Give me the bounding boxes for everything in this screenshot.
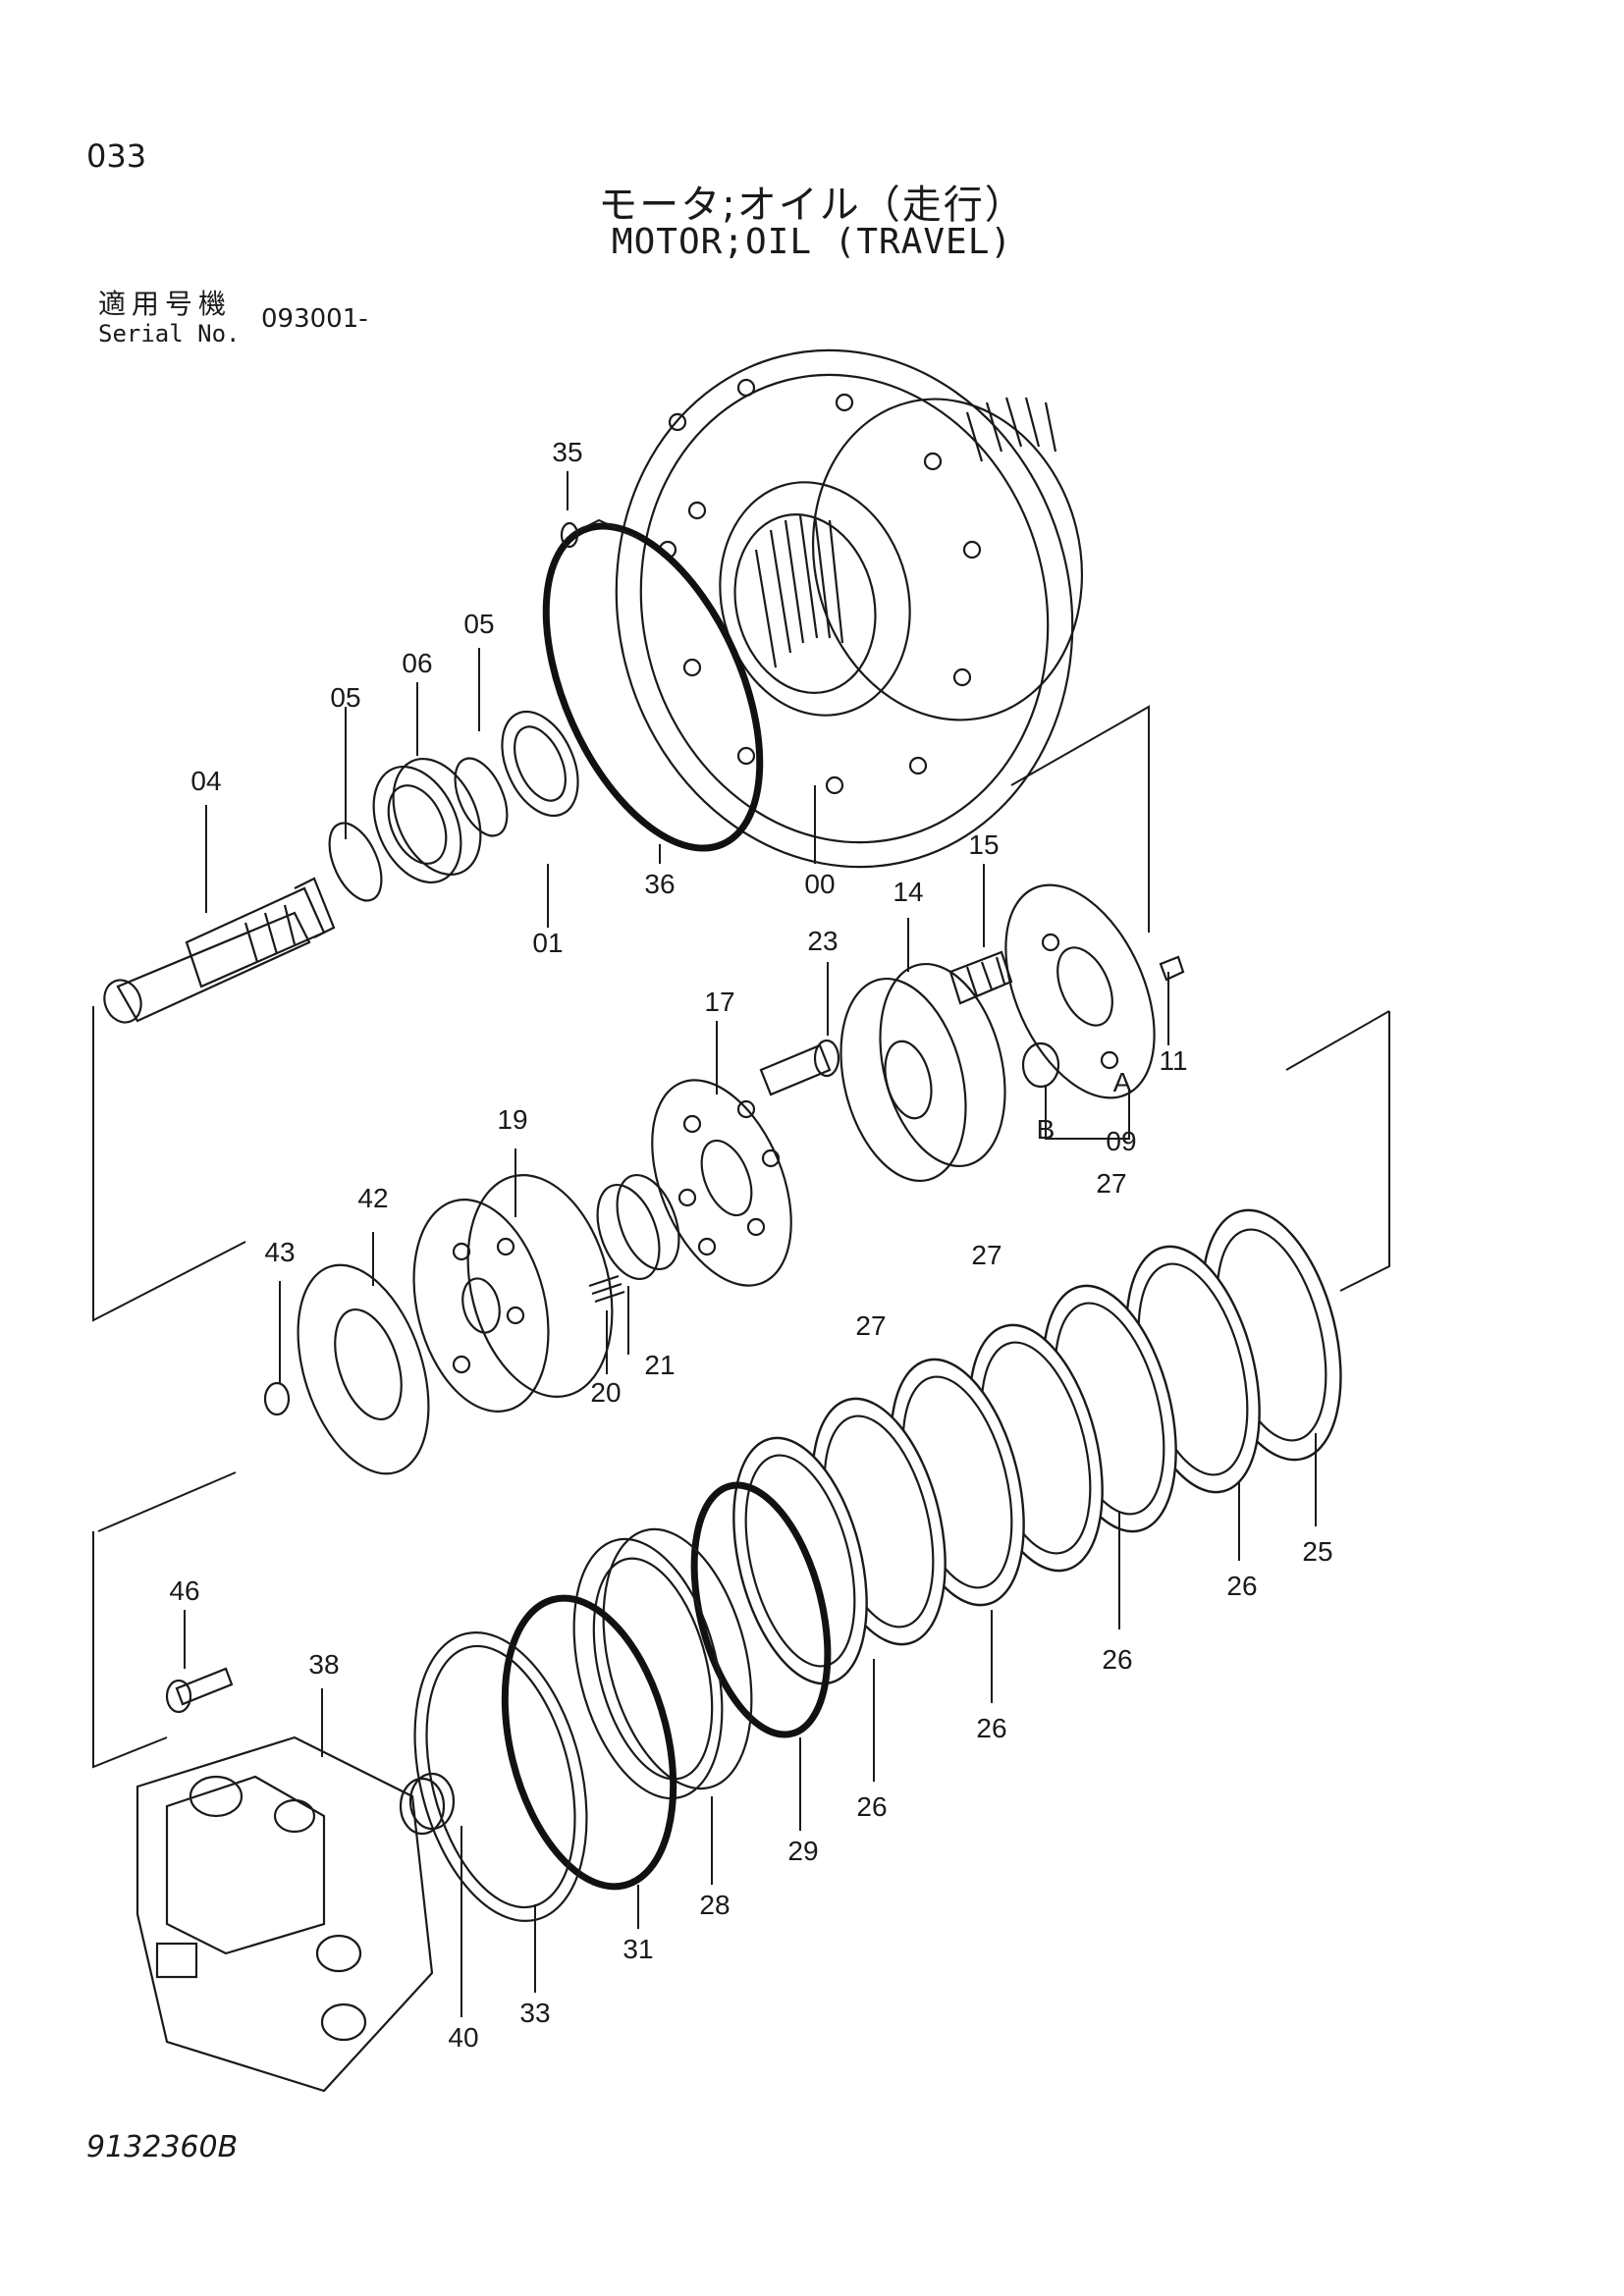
page-number: 033 (86, 137, 147, 175)
valve-plate-part (1004, 883, 1156, 1099)
callout-27-mid: 27 (971, 1240, 1001, 1270)
callout-09: 09 (1106, 1126, 1136, 1156)
serial-label-japanese: 適用号機 (98, 288, 233, 320)
drawing-number: 9132360B (86, 2130, 239, 2164)
callout-26-a: 26 (1226, 1571, 1257, 1601)
snap-ring-right (454, 757, 509, 837)
brake-piston-part (839, 962, 1006, 1183)
callout-19: 19 (497, 1104, 527, 1135)
callout-27-top: 27 (1096, 1168, 1126, 1199)
friction-plates-stack (732, 1208, 1342, 1685)
callout-27-low: 27 (855, 1310, 886, 1341)
o-ring-large (542, 522, 764, 852)
oil-seal-part (501, 710, 579, 818)
callout-26-b: 26 (1102, 1644, 1132, 1675)
callout-B: B (1037, 1114, 1056, 1145)
callout-43: 43 (264, 1237, 295, 1267)
callout-00: 00 (804, 869, 835, 899)
retainer-plate-part (651, 1079, 792, 1287)
backup-ring-33 (413, 1631, 588, 1922)
callout-20: 20 (590, 1377, 621, 1408)
serial-label-english: Serial No. (98, 320, 241, 347)
o-ring-31 (501, 1594, 677, 1891)
snap-ring-left (328, 822, 383, 902)
callout-15: 15 (968, 829, 999, 860)
callout-40: 40 (448, 2022, 478, 2053)
callout-14: 14 (893, 877, 923, 907)
callout-29: 29 (787, 1836, 818, 1866)
callout-26-c: 26 (976, 1713, 1006, 1743)
plug-part (1021, 1041, 1060, 1089)
callout-21: 21 (644, 1350, 675, 1380)
callout-46: 46 (169, 1575, 199, 1606)
callout-26-d: 26 (856, 1791, 887, 1822)
callout-17: 17 (704, 987, 734, 1017)
callout-A: A (1113, 1067, 1132, 1097)
piston-pin-part (759, 1039, 840, 1096)
callout-38: 38 (308, 1649, 339, 1680)
page-title-japanese: モータ;オイル（走行） (598, 183, 1026, 228)
callout-28: 28 (699, 1890, 730, 1920)
housing-part (615, 348, 1084, 869)
callout-01: 01 (532, 928, 563, 958)
pin-part (1159, 955, 1185, 982)
callout-33: 33 (519, 1998, 550, 2028)
pivot-pin-part (263, 1381, 291, 1416)
swash-plate-part (297, 1263, 430, 1475)
small-spring-part (588, 1274, 625, 1304)
callout-05-right: 05 (463, 609, 494, 639)
o-ring-29 (690, 1481, 832, 1738)
serial-number-value: 093001- (261, 304, 368, 334)
callout-05-left: 05 (330, 682, 360, 713)
callout-labels: 35 06 05 05 04 36 00 01 15 14 23 11 17 A… (169, 437, 1332, 2053)
callout-23: 23 (807, 926, 838, 956)
page-title-english: MOTOR;OIL (TRAVEL) (611, 222, 1013, 262)
needle-bearing-40 (399, 1772, 456, 1836)
bolt-part (165, 1667, 234, 1714)
cylinder-block-part (412, 1174, 614, 1413)
callout-31: 31 (623, 1934, 653, 1964)
callout-04: 04 (190, 766, 221, 796)
callout-25: 25 (1302, 1536, 1332, 1567)
callout-11: 11 (1159, 1045, 1187, 1076)
callout-42: 42 (357, 1183, 388, 1213)
callout-35: 35 (552, 437, 582, 467)
callout-36: 36 (644, 869, 675, 899)
leader-lines (92, 471, 1390, 2017)
shaft-part (103, 877, 336, 1024)
callout-06: 06 (402, 648, 432, 678)
spring-part (948, 950, 1013, 1005)
ball-guide-part (596, 1173, 680, 1281)
o-ring-small (560, 518, 639, 549)
brake-piston-28 (572, 1527, 753, 1800)
bearing-part (372, 757, 482, 884)
rear-cover-part (135, 1735, 434, 2093)
